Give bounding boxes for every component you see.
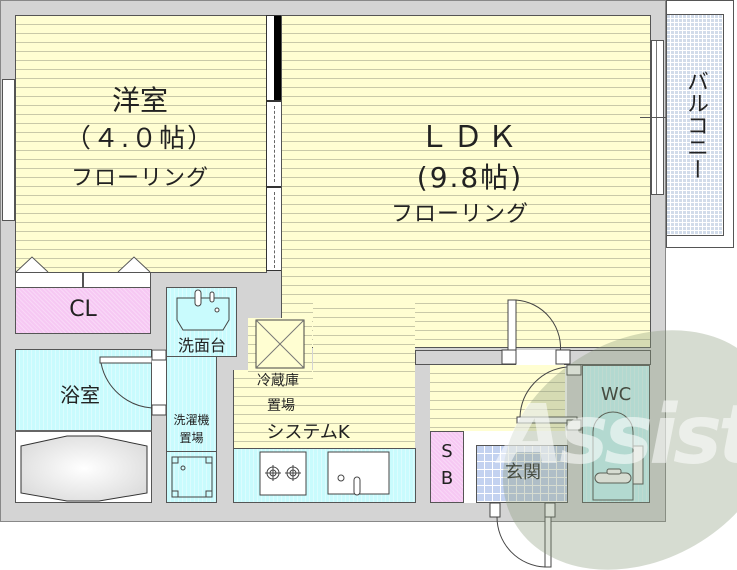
shoe-box-label-2: B bbox=[440, 468, 454, 489]
ldk-floor: フローリング bbox=[390, 202, 529, 227]
closet-label: CL bbox=[69, 297, 97, 322]
west-window bbox=[2, 79, 15, 221]
hall-floor-right bbox=[565, 365, 567, 431]
bathroom-label: 浴室 bbox=[60, 383, 100, 407]
balcony-label: バルコニー bbox=[683, 70, 708, 180]
kitchen-label: システムK bbox=[266, 422, 350, 443]
ldk-kitchen-extension bbox=[233, 370, 415, 450]
fridge-label-1: 冷蔵庫 bbox=[257, 373, 299, 389]
ldk-size: (9.8帖) bbox=[416, 161, 524, 194]
washbasin-label: 洗面台 bbox=[177, 336, 226, 355]
western-room-floor: フローリング bbox=[70, 166, 209, 191]
shoe-box bbox=[430, 431, 464, 503]
washer-label-2: 置場 bbox=[179, 431, 204, 445]
shoe-box-label-1: S bbox=[441, 441, 453, 462]
balcony bbox=[666, 14, 724, 236]
ldk-name: ＬＤＫ bbox=[419, 120, 521, 155]
window-center-line bbox=[640, 117, 674, 118]
ldk-lower bbox=[313, 300, 415, 380]
fridge-label-2: 置場 bbox=[267, 398, 295, 414]
washer-label-1: 洗濯機 bbox=[173, 413, 210, 427]
ldk-room bbox=[281, 15, 651, 348]
entrance bbox=[476, 445, 568, 503]
entrance-label: 玄関 bbox=[505, 462, 541, 483]
washer-space bbox=[166, 451, 217, 503]
western-room-name: 洋室 bbox=[111, 84, 168, 117]
toilet-label: WC bbox=[600, 384, 632, 405]
western-room-size: （４.０帖） bbox=[64, 124, 216, 154]
closet bbox=[15, 287, 151, 334]
watermark-text: Assist bbox=[500, 388, 737, 483]
hall-floor bbox=[430, 365, 567, 431]
